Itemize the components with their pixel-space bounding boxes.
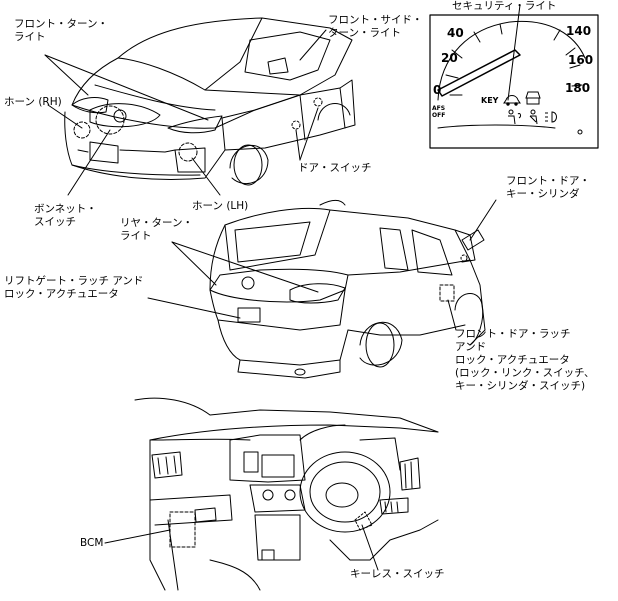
dashboard-drawing — [134, 397, 439, 591]
gauge-off-text: OFF — [432, 112, 445, 119]
gauge-tick-180: 180 — [565, 81, 590, 95]
label-horn-lh: ホーン (LH) — [192, 200, 249, 212]
label-rear-turn-light: リヤ・ターン・ ライト — [120, 217, 193, 242]
rear-vehicle-drawing — [209, 200, 486, 379]
label-front-side-turn-light: フロント・サイド・ ターン・ライト — [328, 14, 423, 39]
security-indicator-icon — [503, 95, 521, 106]
label-door-switch: ドア・スイッチ — [298, 162, 372, 174]
label-bcm: BCM — [80, 537, 104, 549]
gauge-key-text: KEY — [481, 96, 499, 105]
gauge-tick-140: 140 — [566, 24, 591, 38]
label-security-light: セキュリティ・ライト — [452, 0, 557, 12]
gauge-tick-0: 0 — [433, 83, 441, 97]
label-liftgate-latch-actuator: リフトゲート・ラッチ アンド ロック・アクチュエータ — [4, 275, 144, 300]
gauge-tick-40: 40 — [447, 26, 464, 40]
label-horn-rh: ホーン (RH) — [4, 96, 62, 108]
headlight-icon — [545, 111, 557, 123]
label-front-turn-light: フロント・ターン・ ライト — [14, 18, 108, 43]
gauge-afs-text: AFS — [432, 105, 445, 112]
label-front-door-latch-actuator: フロント・ドア・ラッチ アンド ロック・アクチュエータ (ロック・リンク・スイッ… — [455, 328, 595, 392]
gauge-tick-20: 20 — [441, 51, 458, 65]
instrument-cluster-gauge — [429, 14, 599, 149]
label-keyless-switch: キーレス・スイッチ — [350, 568, 445, 580]
front-vehicle-drawing — [64, 17, 356, 186]
seatbelt-icon — [529, 109, 538, 125]
immobilizer-icon — [525, 91, 541, 105]
label-bonnet-switch: ボンネット・ スイッチ — [34, 203, 97, 228]
airbag-icon — [508, 109, 522, 125]
gauge-tick-160: 160 — [568, 53, 593, 67]
label-front-door-key-cylinder: フロント・ドア・ キー・シリンダ — [506, 175, 590, 200]
